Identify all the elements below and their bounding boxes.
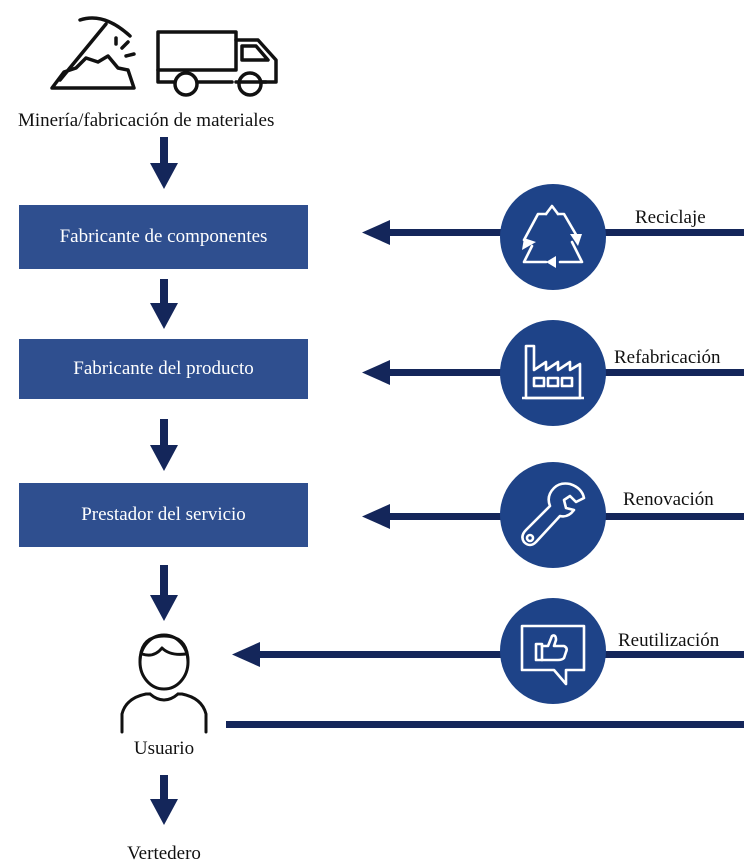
- person-icon: [120, 633, 208, 734]
- thumbs-up-chat-icon: [520, 624, 586, 686]
- component-manufacturer-box: Fabricante de componentes: [19, 205, 308, 269]
- dump-truck-icon: [156, 30, 278, 97]
- recycle-circle: [500, 184, 606, 290]
- factory-icon: [522, 344, 584, 400]
- product-manufacturer-box: Fabricante del producto: [19, 339, 308, 399]
- remanufacture-circle: [500, 320, 606, 426]
- down-arrow-3: [150, 419, 178, 471]
- refurbish-label: Renovación: [623, 489, 714, 510]
- service-provider-label: Prestador del servicio: [81, 504, 246, 525]
- component-manufacturer-label: Fabricante de componentes: [59, 226, 268, 247]
- service-provider-box: Prestador del servicio: [19, 483, 308, 547]
- down-arrow-1: [150, 137, 178, 189]
- down-arrow-2: [150, 279, 178, 329]
- product-manufacturer-label: Fabricante del producto: [73, 358, 254, 379]
- user-to-landfill-line: [226, 721, 744, 728]
- remanufacture-label: Refabricación: [614, 347, 721, 368]
- recycle-label: Reciclaje: [635, 207, 706, 228]
- landfill-label: Vertedero: [127, 843, 201, 864]
- reuse-label: Reutilización: [618, 630, 720, 651]
- reuse-circle: [500, 598, 606, 704]
- down-arrow-5: [150, 775, 178, 825]
- user-label: Usuario: [133, 738, 195, 759]
- wrench-icon: [521, 482, 586, 547]
- pickaxe-icon: [50, 16, 136, 90]
- materials-label: Minería/fabricación de materiales: [18, 110, 275, 131]
- refurbish-circle: [500, 462, 606, 568]
- recycle-icon: [522, 204, 584, 268]
- down-arrow-4: [150, 565, 178, 621]
